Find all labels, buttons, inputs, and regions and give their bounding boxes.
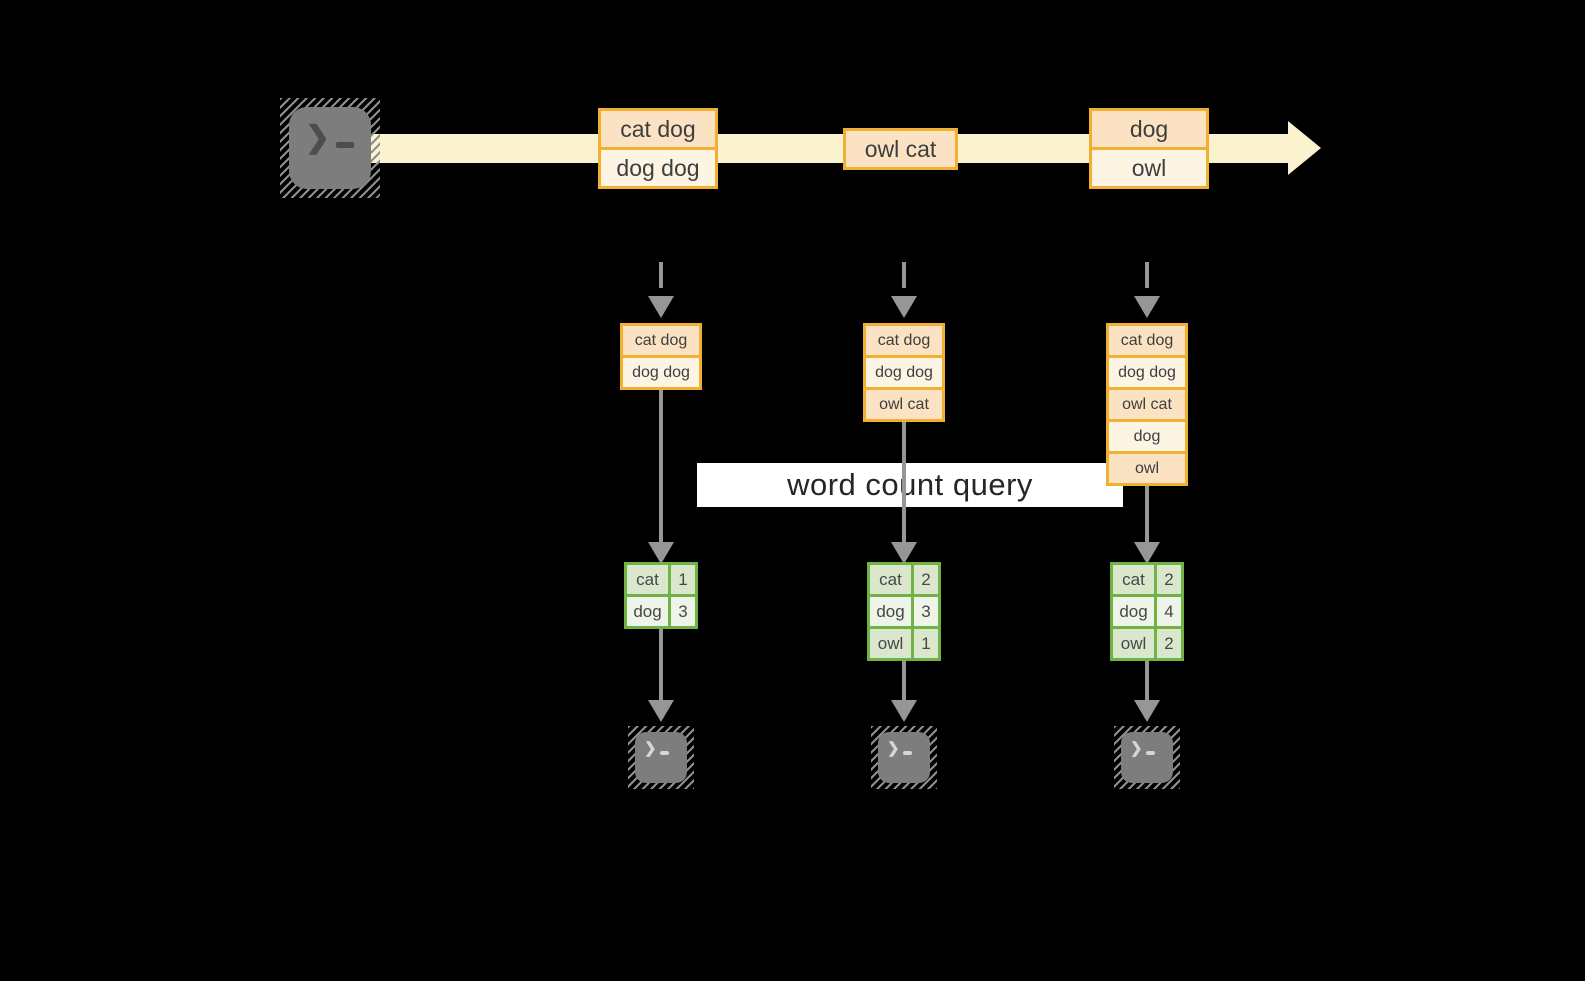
terminal-prompt-icon: ❯ xyxy=(305,121,355,154)
count-value-cell: 3 xyxy=(671,597,695,626)
count-table-2: cat 2 dog 3 owl 1 xyxy=(867,562,941,661)
output-arrow-line xyxy=(659,629,663,702)
dashed-arrow-segment xyxy=(1145,262,1149,288)
prompt-chevron-icon: ❯ xyxy=(887,740,900,757)
terminal-screen: ❯ xyxy=(1121,732,1173,783)
query-banner: word count query xyxy=(697,463,1123,507)
stream-snapshot-3: cat dog dog dog owl cat dog owl xyxy=(1106,323,1188,486)
query-arrowhead-icon xyxy=(891,542,917,564)
terminal-screen: ❯ xyxy=(878,732,930,783)
terminal-prompt-icon: ❯ xyxy=(1130,741,1155,756)
snapshot-row: owl cat xyxy=(1109,390,1185,419)
snapshot-row: cat dog xyxy=(866,326,942,355)
output-terminal-icon-1: ❯ xyxy=(628,726,694,789)
count-word-cell: dog xyxy=(627,597,668,626)
count-value-cell: 4 xyxy=(1157,597,1181,626)
terminal-prompt-icon: ❯ xyxy=(644,741,669,756)
stream-batch-1: cat dog dog dog xyxy=(598,108,718,189)
output-arrowhead-icon xyxy=(648,700,674,722)
terminal-screen: ❯ xyxy=(289,107,371,189)
stream-batch-row: dog dog xyxy=(601,150,715,186)
count-value-cell: 1 xyxy=(914,629,938,658)
count-word-cell: cat xyxy=(870,565,911,594)
count-value-cell: 2 xyxy=(1157,629,1181,658)
stream-snapshot-2: cat dog dog dog owl cat xyxy=(863,323,945,422)
snapshot-row: owl cat xyxy=(866,390,942,419)
snapshot-row: cat dog xyxy=(1109,326,1185,355)
dashed-arrow-segment xyxy=(902,262,906,288)
dashed-arrowhead-icon xyxy=(648,296,674,318)
prompt-cursor-icon xyxy=(336,142,355,148)
query-arrow-line xyxy=(902,422,906,546)
query-arrowhead-icon xyxy=(1134,542,1160,564)
prompt-cursor-icon xyxy=(659,750,669,755)
count-word-cell: owl xyxy=(870,629,911,658)
count-word-cell: cat xyxy=(1113,565,1154,594)
stream-batch-3: dog owl xyxy=(1089,108,1209,189)
count-value-cell: 2 xyxy=(1157,565,1181,594)
prompt-cursor-icon xyxy=(902,750,912,755)
output-terminal-icon-3: ❯ xyxy=(1114,726,1180,789)
output-terminal-icon-2: ❯ xyxy=(871,726,937,789)
count-value-cell: 3 xyxy=(914,597,938,626)
snapshot-row: dog dog xyxy=(623,358,699,387)
count-table-3: cat 2 dog 4 owl 2 xyxy=(1110,562,1184,661)
snapshot-row: cat dog xyxy=(623,326,699,355)
prompt-cursor-icon xyxy=(1145,750,1155,755)
dashed-arrowhead-icon xyxy=(891,296,917,318)
stream-batch-row: cat dog xyxy=(601,111,715,147)
prompt-chevron-icon: ❯ xyxy=(1130,740,1143,757)
query-arrow-line xyxy=(659,390,663,546)
count-word-cell: dog xyxy=(870,597,911,626)
terminal-prompt-icon: ❯ xyxy=(887,741,912,756)
snapshot-row: owl xyxy=(1109,454,1185,483)
source-terminal-icon: ❯ xyxy=(280,98,380,198)
stream-batch-2: owl cat xyxy=(843,128,958,170)
snapshot-row: dog dog xyxy=(866,358,942,387)
prompt-chevron-icon: ❯ xyxy=(305,121,331,154)
stream-batch-row: dog xyxy=(1092,111,1206,147)
prompt-chevron-icon: ❯ xyxy=(644,740,657,757)
count-value-cell: 1 xyxy=(671,565,695,594)
output-arrowhead-icon xyxy=(1134,700,1160,722)
output-arrowhead-icon xyxy=(891,700,917,722)
dashed-arrowhead-icon xyxy=(1134,296,1160,318)
dashed-arrow-segment xyxy=(659,262,663,288)
count-word-cell: cat xyxy=(627,565,668,594)
stream-batch-row: owl xyxy=(1092,150,1206,186)
snapshot-row: dog xyxy=(1109,422,1185,451)
output-arrow-line xyxy=(1145,661,1149,702)
count-word-cell: dog xyxy=(1113,597,1154,626)
query-arrow-line xyxy=(1145,486,1149,546)
count-table-1: cat 1 dog 3 xyxy=(624,562,698,629)
count-word-cell: owl xyxy=(1113,629,1154,658)
stream-arrowhead-icon xyxy=(1288,121,1321,175)
stream-snapshot-1: cat dog dog dog xyxy=(620,323,702,390)
stream-batch-row: owl cat xyxy=(846,131,955,167)
snapshot-row: dog dog xyxy=(1109,358,1185,387)
terminal-screen: ❯ xyxy=(635,732,687,783)
query-arrowhead-icon xyxy=(648,542,674,564)
output-arrow-line xyxy=(902,661,906,702)
count-value-cell: 2 xyxy=(914,565,938,594)
